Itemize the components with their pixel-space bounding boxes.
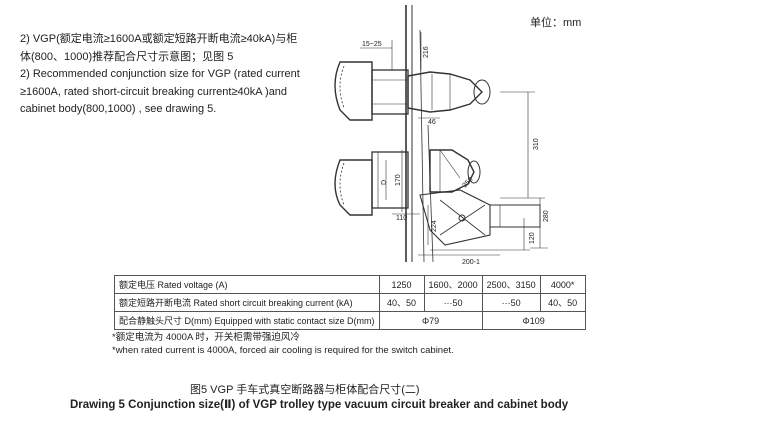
- table-cell: Φ109: [481, 311, 586, 330]
- dim-15-25: 15~25: [362, 41, 382, 48]
- caption-en: Drawing 5 Conjunction size(Ⅱ) of VGP tro…: [70, 399, 569, 411]
- dim-224: 224: [431, 220, 438, 232]
- mechanism-frame: [419, 189, 491, 246]
- dim-280: 280: [543, 210, 550, 222]
- table-row: 额定短路开断电流 Rated short circuit breaking cu…: [114, 293, 586, 312]
- intro-line-4: ≥1600A, rated short-circuit breaking cur…: [20, 85, 288, 98]
- intro-line-5: cabinet body(800,1000) , see drawing 5.: [20, 103, 217, 115]
- dim-170: 170: [395, 174, 402, 186]
- lower-spout: [334, 159, 373, 216]
- intro-text: 2) VGP(额定电流≥1600A或额定短路开断电流≥40kA)与柜 体(800…: [20, 31, 340, 119]
- table-cell: 1600、2000: [423, 275, 483, 294]
- table-cell: ···50: [481, 293, 541, 312]
- notes: *额定电流为 4000A 时，开关柜需带强迫风冷 *when rated cur…: [112, 332, 454, 357]
- intro-line-2: 体(800、1000)推荐配合尺寸示意图；见图 5: [20, 50, 234, 63]
- row-label-breaking-current: 额定短路开断电流 Rated short circuit breaking cu…: [114, 293, 380, 312]
- note-en: *when rated current is 4000A, forced air…: [112, 344, 454, 356]
- row-label-rated-voltage: 额定电压 Rated voltage (A): [114, 275, 380, 294]
- table-cell: 40、50: [539, 293, 586, 312]
- table-cell: 40、50: [378, 293, 425, 312]
- table-cell: ···50: [423, 293, 483, 312]
- table-cell: 4000*: [539, 275, 586, 294]
- dim-216: 216: [423, 46, 430, 58]
- table-cell: 1250: [378, 275, 425, 294]
- note-cn: *额定电流为 4000A 时，开关柜需带强迫风冷: [112, 332, 300, 343]
- table-row: 额定电压 Rated voltage (A) 1250 1600、2000 25…: [114, 275, 586, 294]
- table-row: 配合静触头尺寸 D(mm) Equipped with static conta…: [114, 311, 586, 330]
- spec-table: 额定电压 Rated voltage (A) 1250 1600、2000 25…: [114, 275, 586, 330]
- upper-spout: [334, 61, 373, 121]
- dim-110: 110: [396, 215, 407, 222]
- intro-line-3: 2) Recommended conjunction size for VGP …: [20, 68, 300, 80]
- dim-310: 310: [533, 138, 540, 150]
- dim-d: D: [381, 180, 388, 185]
- row-label-contact-size: 配合静触头尺寸 D(mm) Equipped with static conta…: [114, 311, 380, 330]
- dim-250: 250: [461, 176, 474, 189]
- table-cell: 2500、3150: [481, 275, 541, 294]
- dim-200-1: 200-1: [462, 259, 480, 266]
- upper-contact-arm: [407, 71, 483, 113]
- table-cell: Φ79: [378, 311, 483, 330]
- dim-120: 120: [529, 232, 536, 244]
- dim-46: 46: [428, 119, 436, 126]
- unit-label: 单位：mm: [530, 17, 582, 29]
- lower-contact-arm: [429, 149, 475, 193]
- caption-cn: 图5 VGP 手车式真空断路器与柜体配合尺寸(二): [190, 384, 420, 396]
- intro-line-1: 2) VGP(额定电流≥1600A或额定短路开断电流≥40kA)与柜: [20, 33, 298, 45]
